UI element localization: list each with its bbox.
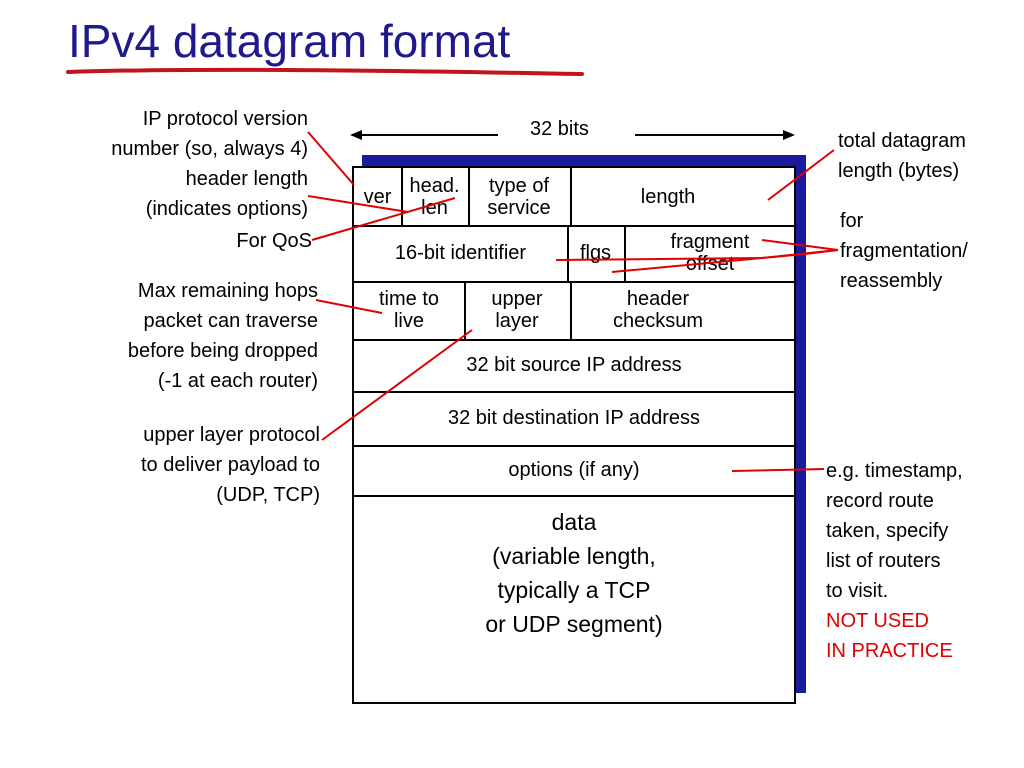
field-time-to-live: time to live bbox=[354, 281, 464, 339]
annotation-line: header length bbox=[185, 168, 308, 190]
row-divider bbox=[354, 445, 794, 447]
annotation-line: e.g. timestamp, bbox=[826, 460, 963, 482]
field-fragment-line: fragment bbox=[670, 231, 750, 253]
bits-width-indicator: 32 bits bbox=[350, 118, 795, 148]
annotation-line: Max remaining hops bbox=[137, 280, 318, 302]
row-divider bbox=[354, 281, 794, 283]
field-fragment-offset: fragment offset bbox=[624, 225, 796, 281]
annotation-options: e.g. timestamp, record route taken, spec… bbox=[826, 456, 963, 666]
field-ver-label: ver bbox=[363, 185, 392, 208]
col-divider bbox=[468, 168, 470, 225]
annotation-qos: For QoS bbox=[236, 226, 312, 256]
annotation-line: list of routers bbox=[826, 550, 941, 572]
annotation-ttl: Max remaining hops packet can traverse b… bbox=[128, 276, 318, 396]
row-divider bbox=[354, 391, 794, 393]
field-type-of-service: type of service bbox=[468, 168, 570, 225]
field-ver: ver bbox=[354, 168, 401, 225]
annotation-line: (-1 at each router) bbox=[157, 370, 318, 392]
not-used-line: IN PRACTICE bbox=[826, 640, 953, 662]
field-options: options (if any) bbox=[354, 445, 794, 495]
not-used-line: NOT USED bbox=[826, 610, 929, 632]
field-header-length-line: head. bbox=[409, 174, 460, 197]
field-data-line: typically a TCP bbox=[497, 577, 651, 603]
annotation-line: fragmentation/ bbox=[840, 240, 968, 262]
page-title: IPv4 datagram format bbox=[68, 15, 511, 67]
field-fragment-line: offset bbox=[685, 253, 735, 275]
col-divider bbox=[464, 281, 466, 339]
annotation-header-length: header length (indicates options) bbox=[146, 164, 308, 224]
field-identifier: 16-bit identifier bbox=[354, 225, 567, 281]
row-divider bbox=[354, 495, 794, 497]
field-source-label: 32 bit source IP address bbox=[466, 354, 682, 376]
field-ttl-line: live bbox=[393, 310, 424, 332]
field-data-line: data bbox=[551, 509, 597, 535]
field-length: length bbox=[570, 168, 796, 225]
annotation-line: record route bbox=[826, 490, 934, 512]
annotation-line: For QoS bbox=[236, 230, 312, 252]
field-checksum-line: header bbox=[626, 288, 690, 310]
field-data-line: or UDP segment) bbox=[485, 611, 663, 637]
annotation-fragmentation: for fragmentation/ reassembly bbox=[840, 206, 968, 296]
annotation-line: for bbox=[840, 210, 864, 232]
annotation-line: total datagram bbox=[838, 130, 966, 152]
annotation-line: to visit. bbox=[826, 580, 889, 602]
row-divider bbox=[354, 339, 794, 341]
annotation-line: length (bytes) bbox=[838, 160, 960, 182]
row-divider bbox=[354, 225, 794, 227]
annotation-line: reassembly bbox=[840, 270, 943, 292]
field-header-checksum: header checksum bbox=[570, 281, 796, 339]
field-identifier-label: 16-bit identifier bbox=[394, 242, 527, 264]
annotation-line: to deliver payload to bbox=[140, 454, 320, 476]
field-header-length: head. len bbox=[401, 168, 468, 225]
field-checksum-line: checksum bbox=[612, 310, 704, 332]
field-data: data (variable length, typically a TCP o… bbox=[354, 505, 794, 645]
field-flags: flgs bbox=[567, 225, 624, 281]
field-tos-line: service bbox=[487, 196, 551, 219]
field-data-line: (variable length, bbox=[492, 543, 656, 569]
annotation-total-length: total datagram length (bytes) bbox=[838, 126, 966, 186]
field-destination-label: 32 bit destination IP address bbox=[447, 407, 701, 429]
annotation-line: packet can traverse bbox=[143, 310, 318, 332]
field-header-length-line: len bbox=[421, 196, 448, 219]
field-flags-label: flgs bbox=[579, 242, 612, 264]
field-length-label: length bbox=[640, 185, 696, 208]
datagram-table: ver head. len type of service length 16-… bbox=[352, 166, 796, 704]
annotation-line: (indicates options) bbox=[145, 198, 308, 220]
field-destination-address: 32 bit destination IP address bbox=[354, 391, 794, 445]
annotation-version: IP protocol version number (so, always 4… bbox=[111, 104, 308, 164]
pointer-version bbox=[307, 131, 355, 186]
field-upper-layer: upper layer bbox=[464, 281, 570, 339]
annotation-upper-layer: upper layer protocol to deliver payload … bbox=[141, 420, 320, 510]
bits-label: 32 bits bbox=[530, 118, 589, 140]
width-arrows bbox=[350, 130, 795, 140]
title-underline bbox=[66, 67, 584, 76]
annotation-line: upper layer protocol bbox=[143, 424, 320, 446]
annotation-line: before being dropped bbox=[127, 340, 318, 362]
annotation-line: IP protocol version bbox=[142, 108, 308, 130]
field-tos-line: type of bbox=[488, 174, 550, 197]
col-divider bbox=[570, 168, 572, 225]
field-upper-line: upper bbox=[491, 288, 543, 310]
field-upper-line: layer bbox=[495, 310, 539, 332]
field-source-address: 32 bit source IP address bbox=[354, 339, 794, 391]
annotation-line: number (so, always 4) bbox=[111, 138, 308, 160]
col-divider bbox=[570, 281, 572, 339]
annotation-line: taken, specify bbox=[826, 520, 949, 542]
annotation-line: (UDP, TCP) bbox=[216, 484, 320, 506]
field-options-label: options (if any) bbox=[508, 459, 640, 481]
field-ttl-line: time to bbox=[378, 288, 440, 310]
